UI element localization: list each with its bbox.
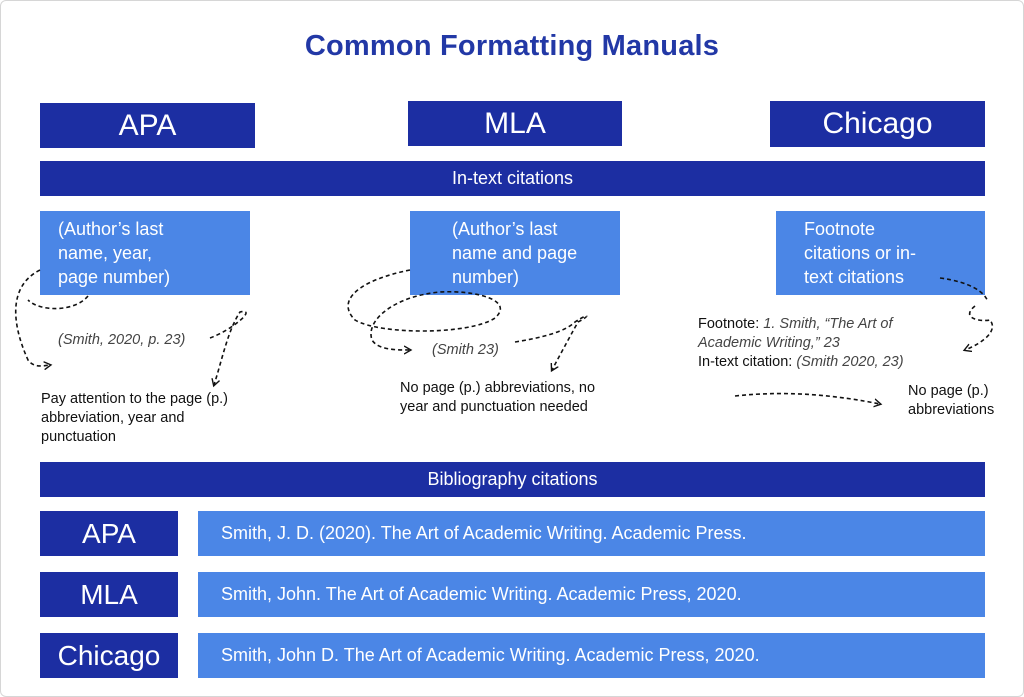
chicago-footnote-line-1: Footnote: 1. Smith, “The Art of xyxy=(698,315,958,334)
chicago-note: No page (p.) abbreviations xyxy=(908,382,1018,420)
bib-label-apa: APA xyxy=(40,511,178,556)
in-text-citations-band: In-text citations xyxy=(40,161,985,196)
chicago-note-line: abbreviations xyxy=(908,402,995,418)
apa-connector-left xyxy=(14,269,50,366)
apa-note-line: Pay attention to the page (p.) xyxy=(41,391,229,407)
bib-citation-mla: Smith, John. The Art of Academic Writing… xyxy=(198,572,985,617)
mla-format-line: number) xyxy=(452,267,520,287)
chicago-format-line: text citations xyxy=(804,267,905,287)
apa-format-line: page number) xyxy=(58,267,171,287)
mla-in-text-format-box: (Author’s last name and page number) xyxy=(410,211,620,295)
apa-connector-loop xyxy=(27,295,89,310)
bibliography-citations-band: Bibliography citations xyxy=(40,462,985,497)
chicago-intext-line: In-text citation: (Smith 2020, 23) xyxy=(698,353,958,372)
mla-note-line: year and punctuation needed xyxy=(400,399,588,415)
header-mla: MLA xyxy=(408,101,622,146)
chicago-footnote-line-2: Academic Writing,” 23 xyxy=(698,335,840,351)
chicago-connector-top xyxy=(939,277,989,303)
chicago-footnote-example: Footnote: 1. Smith, “The Art of Academic… xyxy=(698,315,958,372)
header-chicago: Chicago xyxy=(770,101,985,147)
chicago-format-line: citations or in- xyxy=(804,243,917,263)
bib-label-mla: MLA xyxy=(40,572,178,617)
header-apa: APA xyxy=(40,103,255,148)
apa-format-line: (Author’s last xyxy=(58,219,164,239)
chicago-note-line: No page (p.) xyxy=(908,383,989,399)
apa-note: Pay attention to the page (p.) abbreviat… xyxy=(41,390,301,447)
mla-connector-loop xyxy=(347,269,502,350)
apa-example-citation: (Smith, 2020, p. 23) xyxy=(58,332,186,348)
intext-label: In-text citation: xyxy=(698,354,797,370)
apa-note-line: abbreviation, year and xyxy=(41,410,185,426)
footnote-label: Footnote: xyxy=(698,316,764,332)
apa-connector-right xyxy=(209,310,247,385)
chicago-in-text-format-box: Footnote citations or in- text citations xyxy=(776,211,985,295)
apa-note-line: punctuation xyxy=(41,429,116,445)
apa-in-text-format-box: (Author’s last name, year, page number) xyxy=(40,211,250,295)
bib-citation-chicago: Smith, John D. The Art of Academic Writi… xyxy=(198,633,985,678)
bib-label-chicago: Chicago xyxy=(40,633,178,678)
mla-example-citation: (Smith 23) xyxy=(432,342,499,358)
mla-note-line: No page (p.) abbreviations, no xyxy=(400,380,596,396)
chicago-connector-bottom xyxy=(734,392,880,404)
mla-connector-right xyxy=(514,315,588,370)
chicago-format-line: Footnote xyxy=(804,219,876,239)
intext-value: (Smith 2020, 23) xyxy=(796,354,904,370)
bib-citation-apa: Smith, J. D. (2020). The Art of Academic… xyxy=(198,511,985,556)
apa-format-line: name, year, xyxy=(58,243,153,263)
chicago-connector-loop xyxy=(965,305,994,350)
mla-format-line: name and page xyxy=(452,243,578,263)
mla-note: No page (p.) abbreviations, no year and … xyxy=(400,379,640,417)
page-title: Common Formatting Manuals xyxy=(304,30,720,62)
footnote-value: 1. Smith, “The Art of xyxy=(763,316,893,332)
mla-format-line: (Author’s last xyxy=(452,219,558,239)
